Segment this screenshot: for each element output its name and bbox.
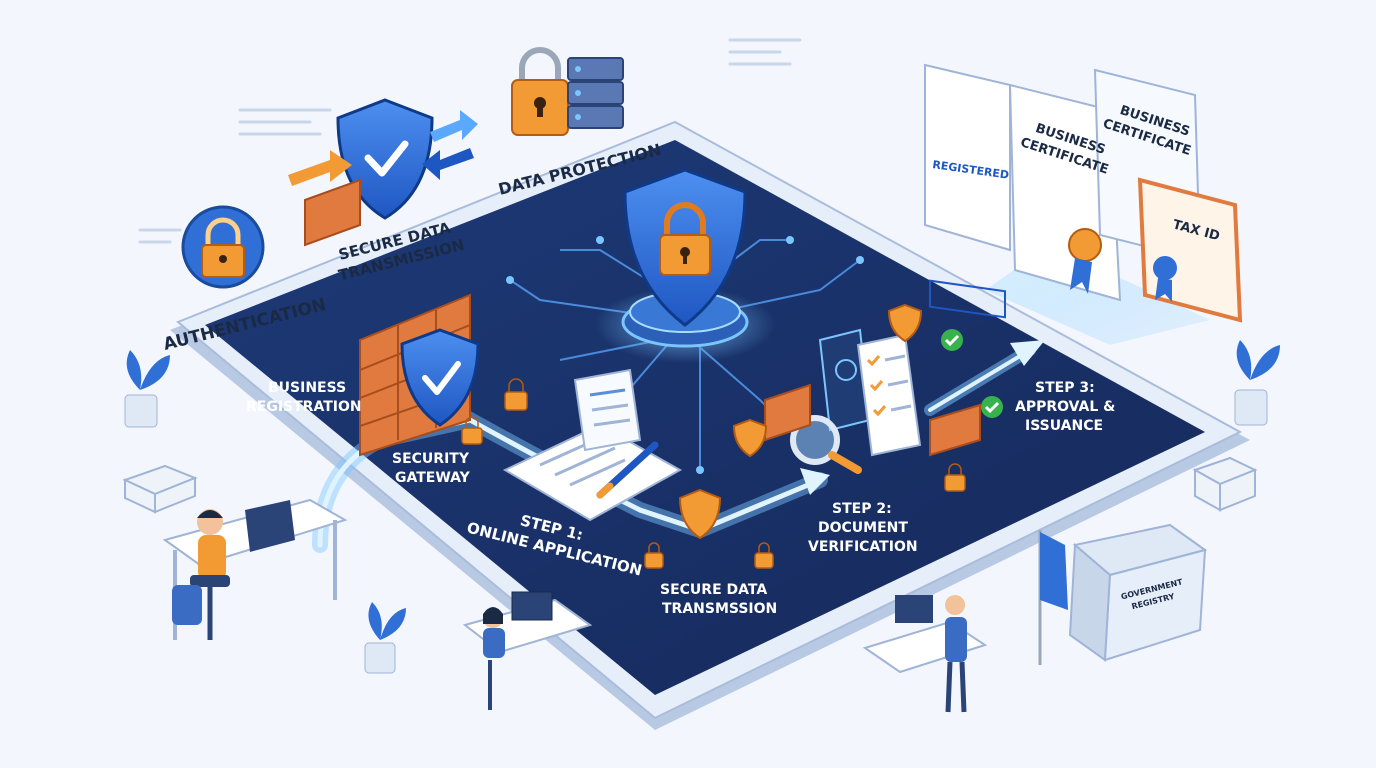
security-gateway-label: SECURITY GATEWAY — [392, 451, 474, 486]
certificate-stack — [924, 63, 1243, 323]
step2-label: STEP 2: DOCUMENT VERIFICATION — [808, 501, 918, 555]
box-icons — [122, 456, 1258, 514]
secure-transmission-bottom-label: SECURE DATA TRANSMSSION — [660, 582, 777, 617]
award-ribbon-icon — [1068, 228, 1177, 302]
magnifier-icon — [790, 415, 862, 474]
central-lock-icon — [659, 202, 711, 276]
laptop-icon — [245, 500, 295, 552]
flow-arrowhead-step2 — [800, 468, 830, 495]
person-standing — [862, 595, 988, 713]
central-security-hub — [595, 168, 775, 363]
flag-icon — [1040, 532, 1068, 610]
monitor-icon — [511, 591, 553, 621]
verification-checklist-icon — [818, 328, 922, 457]
small-shield-icons — [678, 303, 923, 540]
tablet-screen — [205, 140, 1205, 695]
person-at-desktop — [462, 591, 593, 710]
application-form-icon — [502, 368, 683, 522]
registered-document — [924, 63, 1011, 252]
check-circle-icons — [941, 329, 1003, 418]
arrow-swap-icon — [430, 110, 478, 142]
background-decor — [138, 38, 802, 244]
person-at-laptop — [162, 498, 348, 640]
tax-id-document — [1137, 177, 1243, 323]
authentication-lock-icon — [181, 205, 265, 289]
server-stack-icon — [567, 57, 624, 129]
plant-icons — [124, 340, 1280, 674]
small-lock-icons — [461, 378, 966, 569]
transmission-shield-icon — [288, 98, 478, 247]
government-podium — [1038, 523, 1208, 665]
gateway-shield-icon — [400, 328, 480, 427]
business-registration-label: BUSINESS REGISTRATION — [246, 380, 362, 415]
step3-label: STEP 3: APPROVAL & ISSUANCE — [1015, 380, 1120, 434]
arrow-right-icon — [288, 150, 352, 186]
data-protection-icon — [511, 47, 624, 136]
